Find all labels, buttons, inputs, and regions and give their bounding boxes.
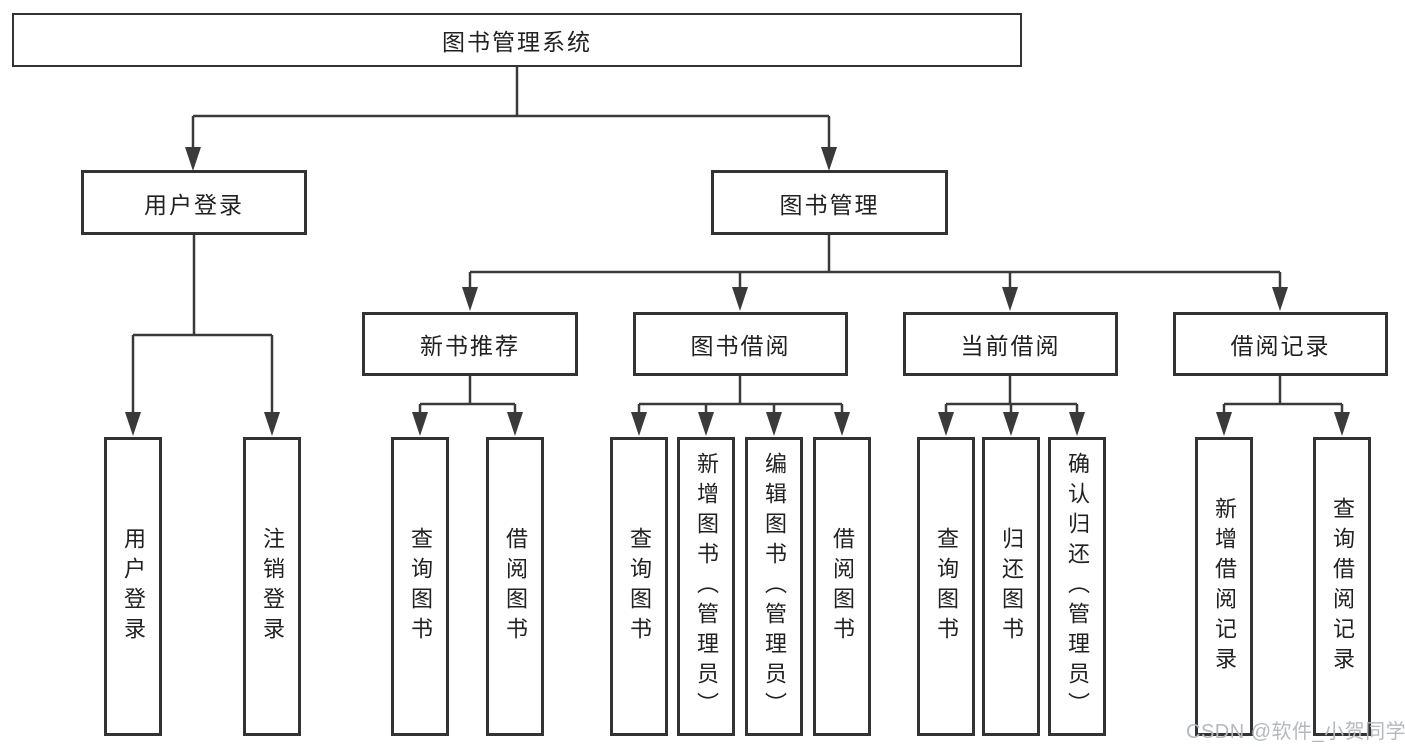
node-label: 新增借阅记录 — [1212, 496, 1237, 677]
connector-book-borrow-children — [631, 376, 850, 436]
connector-current-borrow-children — [938, 376, 1085, 436]
node-book-management: 图书管理 — [711, 170, 948, 235]
node-label: 图书管理 — [779, 191, 880, 218]
node-label: 图书借阅 — [690, 333, 791, 359]
leaf-query-books-borrow: 查询图书 — [610, 437, 668, 736]
node-label: 确认归还（管理员） — [1065, 451, 1090, 722]
node-label: 用户登录 — [121, 526, 146, 647]
connector-borrow-records-children — [1216, 376, 1350, 436]
node-label: 查询图书 — [408, 526, 433, 647]
node-borrow-records: 借阅记录 — [1173, 312, 1388, 376]
leaf-confirm-return-admin: 确认归还（管理员） — [1048, 437, 1106, 736]
node-label: 当前借阅 — [960, 333, 1061, 359]
leaf-return-books: 归还图书 — [982, 437, 1040, 736]
leaf-query-borrow-record: 查询借阅记录 — [1313, 437, 1371, 736]
node-library-management-system: 图书管理系统 — [12, 13, 1022, 67]
connector-book-management-children — [462, 235, 1288, 311]
node-label: 图书管理系统 — [442, 29, 592, 55]
csdn-watermark: CSDN @软件_小贺同学 — [1186, 721, 1405, 743]
node-label: 借阅图书 — [830, 526, 855, 647]
node-label: 查询图书 — [934, 526, 959, 647]
node-label: 编辑图书（管理员） — [762, 451, 787, 722]
node-book-borrow: 图书借阅 — [633, 312, 848, 376]
leaf-logout: 注销登录 — [243, 437, 301, 736]
leaf-add-books-admin: 新增图书（管理员） — [677, 437, 735, 736]
leaf-user-login: 用户登录 — [104, 437, 162, 736]
leaf-edit-books-admin: 编辑图书（管理员） — [745, 437, 803, 736]
node-label: 借阅记录 — [1230, 333, 1331, 359]
leaf-query-books-recommend: 查询图书 — [391, 437, 449, 736]
node-label: 借阅图书 — [503, 526, 528, 647]
node-label: 归还图书 — [999, 526, 1024, 647]
connector-root-to-level2 — [185, 67, 837, 171]
leaf-borrow-books: 借阅图书 — [813, 437, 871, 736]
node-label: 新书推荐 — [420, 333, 520, 359]
node-label: 注销登录 — [260, 526, 285, 647]
leaf-add-borrow-record: 新增借阅记录 — [1195, 437, 1253, 736]
leaf-borrow-books-recommend: 借阅图书 — [486, 437, 544, 736]
node-label: 查询借阅记录 — [1330, 496, 1355, 677]
node-user-login: 用户登录 — [81, 170, 307, 235]
node-current-borrow: 当前借阅 — [903, 312, 1118, 376]
node-new-book-recommend: 新书推荐 — [362, 312, 578, 376]
connector-user-login-children — [125, 235, 280, 436]
node-label: 查询图书 — [627, 526, 652, 647]
connector-new-book-recommend-children — [412, 376, 523, 436]
node-label: 新增图书（管理员） — [694, 451, 719, 722]
leaf-query-books-current: 查询图书 — [917, 437, 975, 736]
node-label: 用户登录 — [144, 191, 244, 218]
